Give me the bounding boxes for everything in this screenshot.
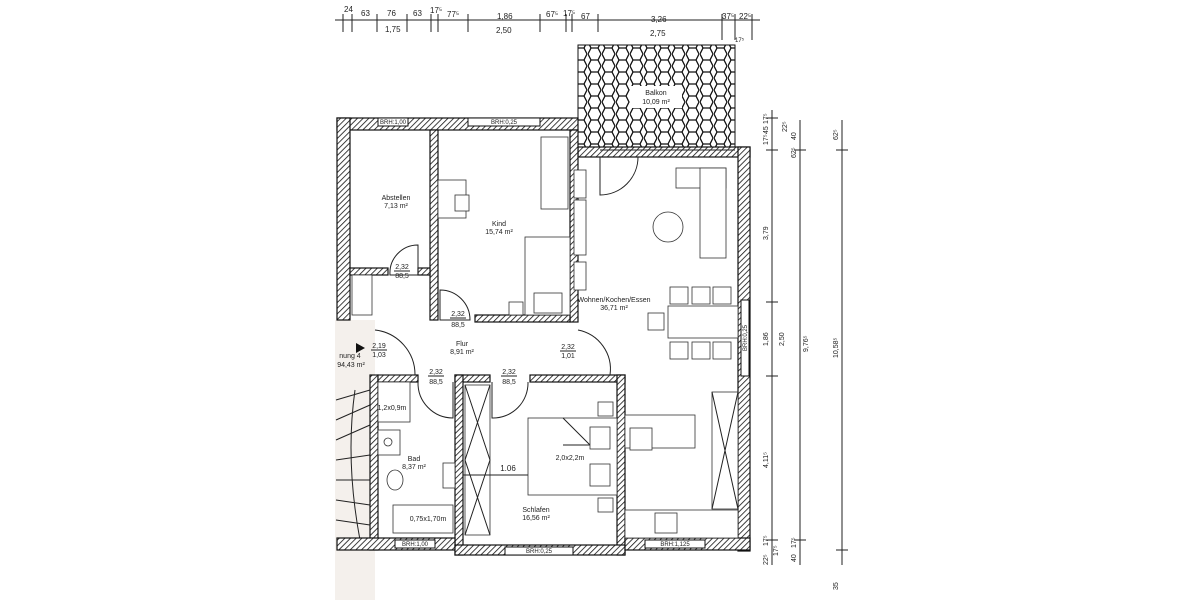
dim-top: 17⁵ xyxy=(430,6,442,15)
door-width: 88,5 xyxy=(429,379,443,386)
dim-right: 17⁵ xyxy=(763,535,770,546)
dim-top: 1,86 xyxy=(497,12,513,21)
door-height: 2,32 xyxy=(395,264,409,271)
door-height: 2,19 xyxy=(372,343,386,350)
dim-right: 3,79 xyxy=(763,226,770,240)
bed-clearance-label: 1.06 xyxy=(500,464,516,473)
dim-top: 76 xyxy=(387,9,396,18)
door-height: 2,32 xyxy=(561,344,575,351)
door-width: 88,5 xyxy=(502,379,516,386)
room-name-kind: Kind xyxy=(492,221,506,228)
dim-right: 17⁵ xyxy=(773,545,780,556)
shower-size-label: 1,2x0,9m xyxy=(378,405,407,412)
window-label-bad: BRH:1,00 xyxy=(402,542,429,548)
dim-right: 40 xyxy=(791,554,798,562)
room-name-flur: Flur xyxy=(456,341,469,348)
dim-right: 9,76⁵ xyxy=(803,335,810,352)
room-area-kind: 15,74 m² xyxy=(485,229,513,236)
room-area-flur: 8,91 m² xyxy=(450,349,474,356)
dim-top: 17⁵ xyxy=(735,37,745,44)
room-name-bad: Bad xyxy=(408,456,421,463)
dim-right: 62⁵ xyxy=(791,147,798,158)
apartment-name: nung 4 xyxy=(339,353,361,360)
window-label-wohnen: BRH:0,25 xyxy=(743,324,749,351)
dim-right: 4,11⁵ xyxy=(763,452,770,468)
dim-right: 1,86 xyxy=(763,332,770,346)
dim-top: 2,75 xyxy=(650,29,666,38)
room-area-balkon: 10,09 m² xyxy=(642,99,670,106)
dim-top: 63 xyxy=(413,9,422,18)
dim-top: 3,26 xyxy=(651,15,667,24)
door-swings xyxy=(374,156,639,419)
window-label-abstellen: BRH:1,00 xyxy=(380,120,407,126)
dim-top: 24 xyxy=(344,5,353,14)
room-name-wohnen: Wohnen/Kochen/Essen xyxy=(577,297,650,304)
windows: BRH:1,00 BRH:0,25 BRH:0,25 BRH:1,00 BRH:… xyxy=(377,117,750,556)
stairwell-area xyxy=(335,320,375,600)
top-dimension-chain: 24 63 76 63 17⁵ 77⁵ 1,86 67⁵ 17⁵ 67 3,26… xyxy=(335,5,760,44)
dim-right: 45 xyxy=(763,126,770,134)
dim-right: 62⁵ xyxy=(833,129,840,140)
door-width: 1,03 xyxy=(372,352,386,359)
door-height: 2,32 xyxy=(502,369,516,376)
window-label-kueche: BRH:1,125 xyxy=(660,542,690,548)
room-name-balkon: Balkon xyxy=(645,90,667,97)
room-area-bad: 8,37 m² xyxy=(402,464,426,471)
dim-top: 63 xyxy=(361,9,370,18)
door-labels: 2,32 88,5 2,32 88,5 2,19 1,03 2,32 1,01 … xyxy=(371,264,576,386)
dim-right: 17⁵ xyxy=(763,134,770,145)
dim-right: 17⁵ xyxy=(791,537,798,548)
dim-right: 22⁵ xyxy=(782,121,789,132)
bed-size-label: 2,0x2,2m xyxy=(556,455,585,462)
dim-top: 1,75 xyxy=(385,25,401,34)
dim-right: 22⁵ xyxy=(763,554,770,565)
bathtub-size-label: 0,75x1,70m xyxy=(410,516,447,523)
dim-right: 10,58⁵ xyxy=(833,337,840,358)
window-label-schlafen: BRH:0,25 xyxy=(526,549,553,555)
right-dimension-chains: 17⁵ 45 17⁵ 3,79 1,86 4,11⁵ 17⁵ 17⁵ 22⁵ 2… xyxy=(763,110,848,590)
dim-right: 40 xyxy=(791,132,798,140)
entrance-arrow-icon xyxy=(356,343,365,353)
room-name-schlafen: Schlafen xyxy=(522,507,549,514)
dim-right: 35 xyxy=(833,582,840,590)
dim-top: 67 xyxy=(581,12,590,21)
dim-right: 17⁵ xyxy=(763,113,770,124)
dim-right: 2,50 xyxy=(779,332,786,346)
window-label-kind: BRH:0,25 xyxy=(491,120,518,126)
furniture xyxy=(351,136,739,539)
room-area-wohnen: 36,71 m² xyxy=(600,305,628,312)
apartment-area: 94,43 m² xyxy=(337,362,365,369)
room-area-abstellen: 7,13 m² xyxy=(384,203,408,210)
door-width: 88,5 xyxy=(451,322,465,329)
door-width: 88,5 xyxy=(395,273,409,280)
balcony-label-bg xyxy=(630,86,682,108)
door-height: 2,32 xyxy=(429,369,443,376)
dim-top: 2,50 xyxy=(496,26,512,35)
door-width: 1,01 xyxy=(561,353,575,360)
room-labels: Abstellen 7,13 m² Kind 15,74 m² Wohnen/K… xyxy=(337,195,650,522)
dim-top: 37⁵ xyxy=(722,12,734,21)
dim-top: 67⁵ xyxy=(546,10,558,19)
door-height: 2,32 xyxy=(451,311,465,318)
room-name-abstellen: Abstellen xyxy=(382,195,411,202)
room-area-schlafen: 16,56 m² xyxy=(522,515,550,522)
dim-top: 17⁵ xyxy=(563,9,575,18)
dim-top: 22⁵ xyxy=(739,12,751,21)
dim-top: 77⁵ xyxy=(447,10,459,19)
staircase xyxy=(335,389,371,541)
